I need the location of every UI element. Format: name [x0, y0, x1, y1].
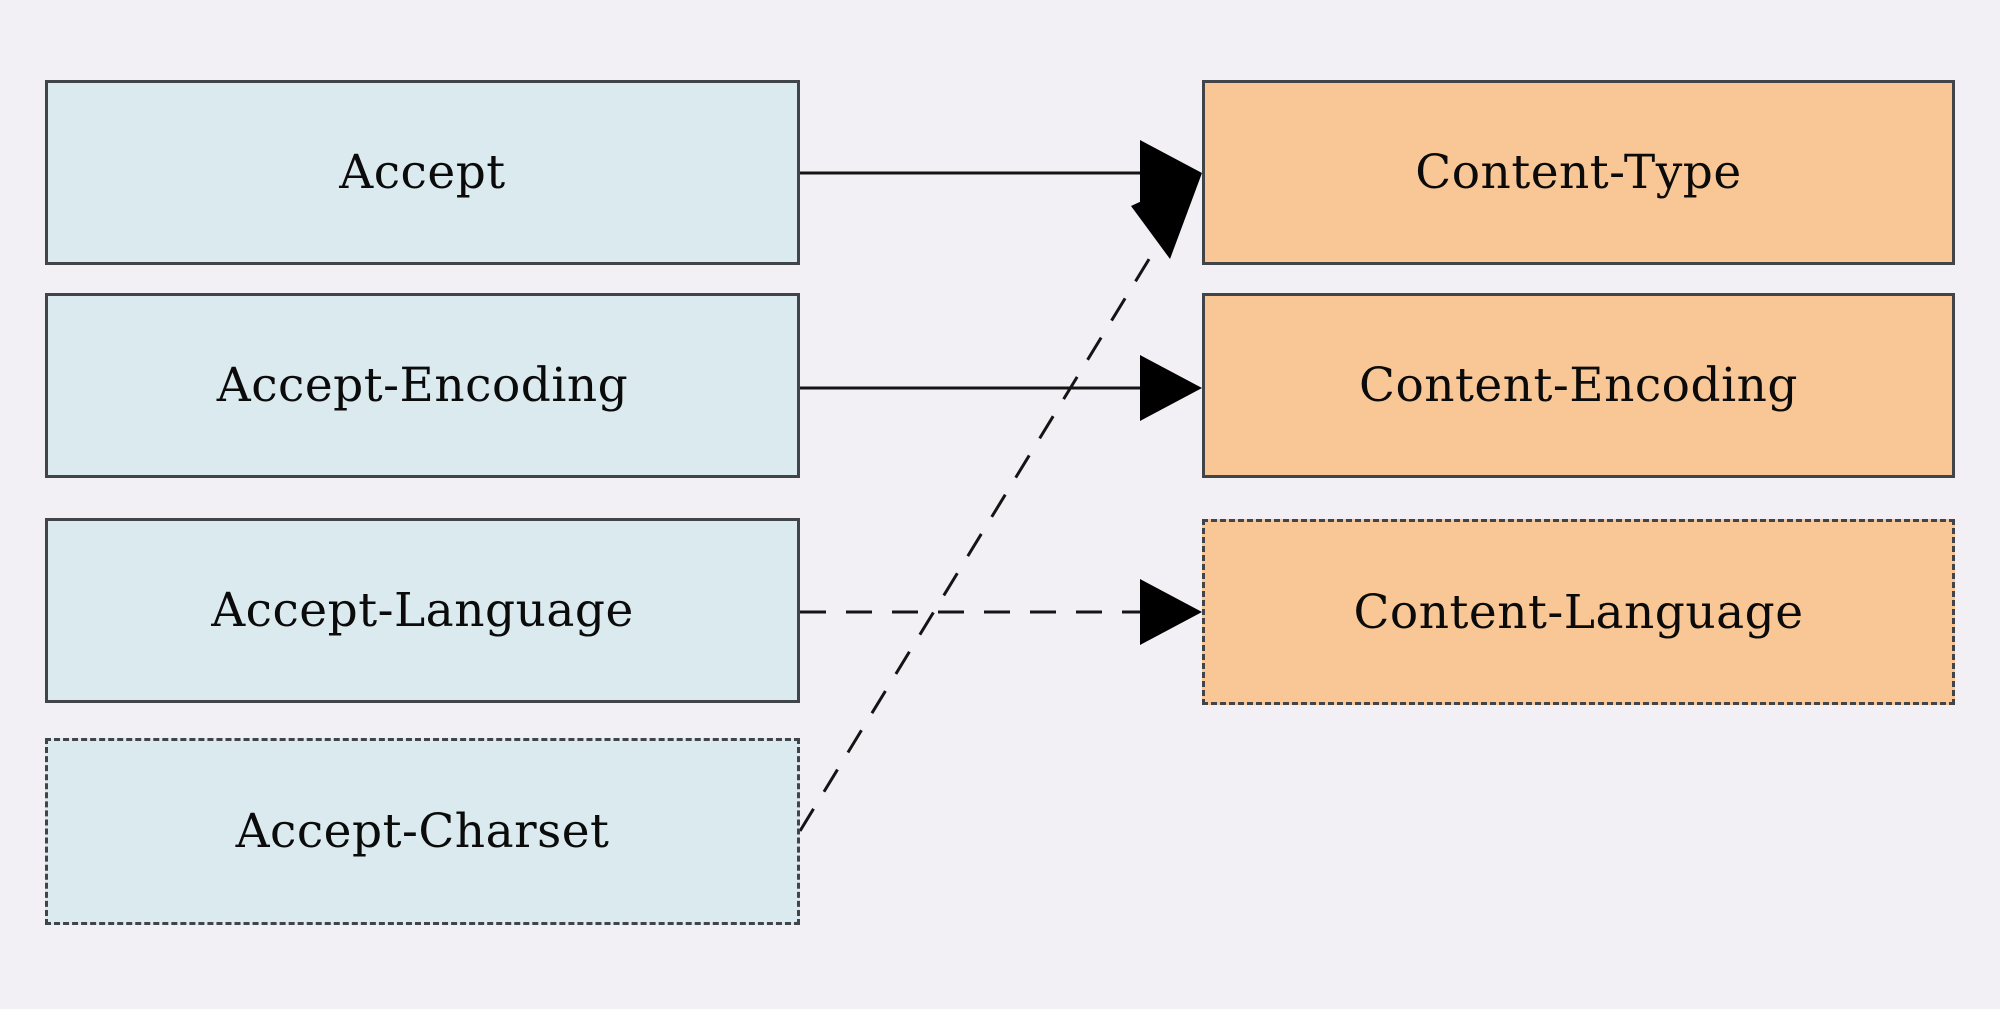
arrowhead-content-type-from-accept-charset: [1131, 173, 1202, 259]
node-accept-label: Accept: [339, 145, 506, 200]
arrowhead-content-type-from-accept: [1140, 140, 1202, 206]
node-content-encoding-label: Content-Encoding: [1359, 358, 1798, 413]
edge-accept-encoding-to-content-encoding: [800, 355, 1202, 421]
node-content-language-label: Content-Language: [1353, 584, 1804, 640]
edge-accept-language-to-content-language: [800, 579, 1202, 645]
node-content-language[interactable]: Content-Language: [1202, 519, 1955, 705]
node-accept-charset-label: Accept-Charset: [235, 804, 610, 859]
node-content-type-label: Content-Type: [1415, 145, 1742, 200]
node-content-encoding[interactable]: Content-Encoding: [1202, 293, 1955, 478]
arrowhead-content-language: [1140, 579, 1202, 645]
node-content-type[interactable]: Content-Type: [1202, 80, 1955, 265]
node-accept[interactable]: Accept: [45, 80, 800, 265]
edge-accept-to-content-type: [800, 140, 1202, 206]
node-accept-language-label: Accept-Language: [211, 583, 634, 638]
edge-accept-charset-to-content-type: [798, 173, 1202, 832]
arrowhead-content-encoding: [1140, 355, 1202, 421]
node-accept-charset[interactable]: Accept-Charset: [45, 738, 800, 925]
node-accept-encoding[interactable]: Accept-Encoding: [45, 293, 800, 478]
edge-line-accept-charset-to-content-type: [798, 232, 1167, 832]
node-accept-encoding-label: Accept-Encoding: [216, 358, 629, 413]
node-accept-language[interactable]: Accept-Language: [45, 518, 800, 703]
